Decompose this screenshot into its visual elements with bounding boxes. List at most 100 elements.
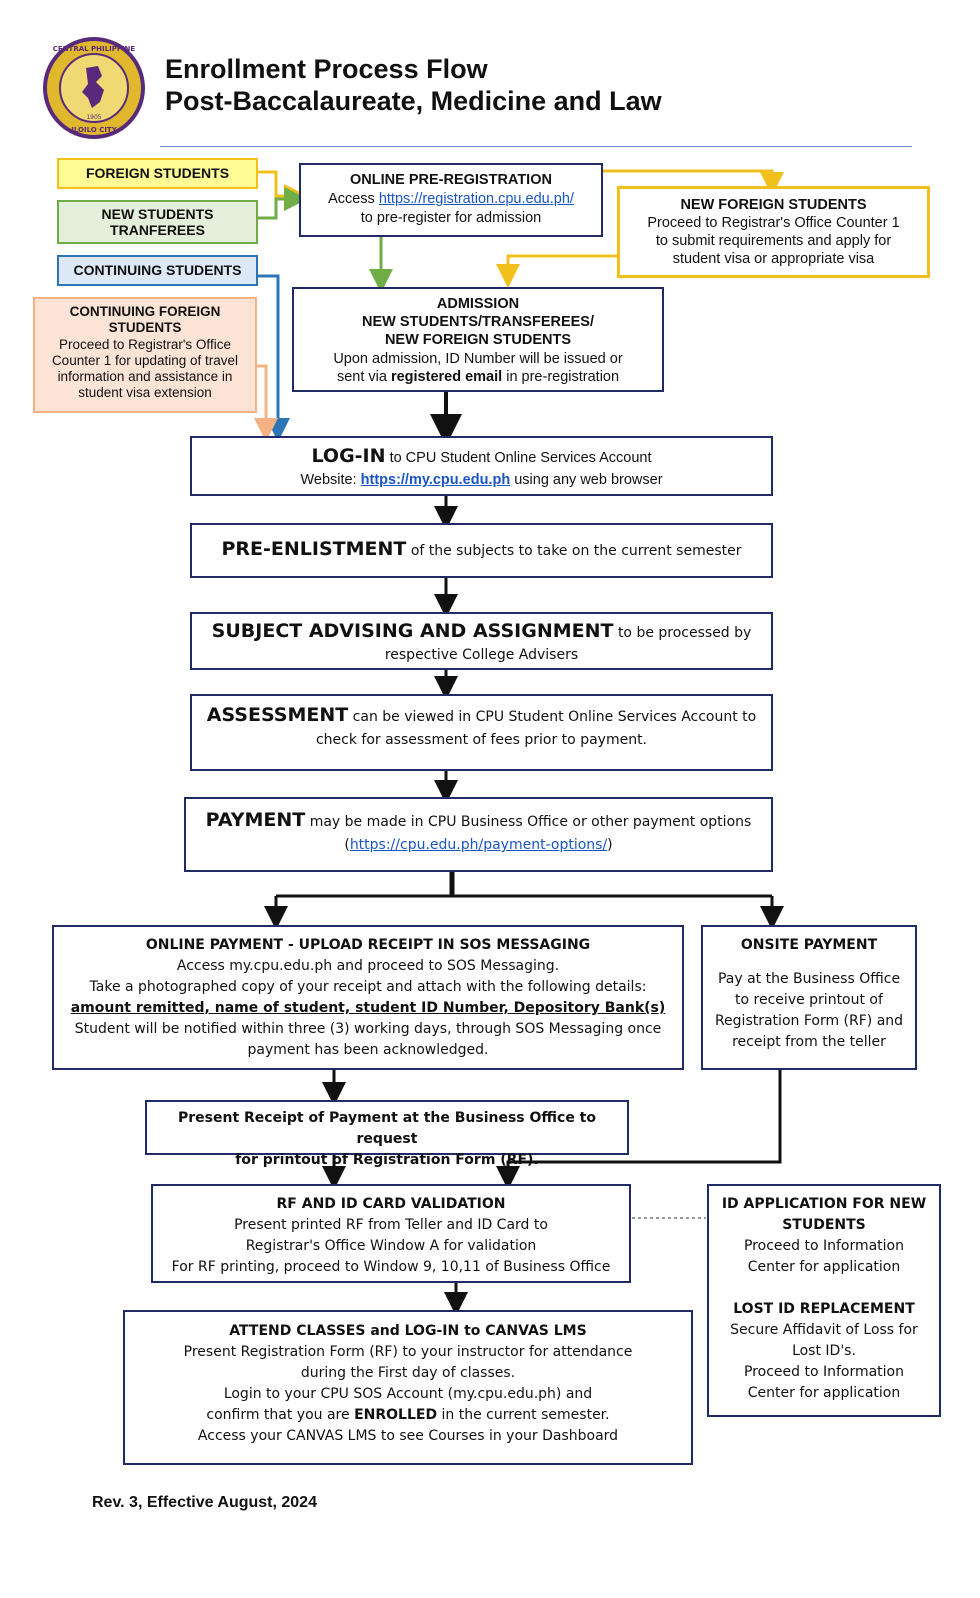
university-seal: CENTRAL PHILIPPINE ILOILO CITY 1905: [42, 36, 146, 140]
continuing-foreign-box: CONTINUING FOREIGN STUDENTS Proceed to R…: [33, 297, 257, 413]
page-subtitle: Post-Baccalaureate, Medicine and Law: [165, 86, 662, 116]
attend-line: Access your CANVAS LMS to see Courses in…: [197, 1428, 619, 1444]
prereg-access-text: Access: [328, 191, 375, 207]
new-foreign-line: Proceed to Registrar's Office Counter 1: [647, 215, 900, 231]
online-payment-title: ONLINE PAYMENT - UPLOAD RECEIPT IN SOS M…: [145, 937, 591, 953]
new-students-label: NEW STUDENTS: [101, 206, 214, 222]
login-bold: LOG-IN: [311, 445, 386, 467]
continuing-foreign-line: information and assistance in: [57, 369, 233, 385]
prereg-title: ONLINE PRE-REGISTRATION: [350, 172, 552, 188]
admission-box: ADMISSION NEW STUDENTS/TRANSFEREES/ NEW …: [292, 287, 664, 392]
login-website-label: Website:: [300, 472, 357, 488]
continuing-foreign-title-1: CONTINUING FOREIGN: [69, 304, 221, 319]
subject-advising-box: SUBJECT ADVISING AND ASSIGNMENT to be pr…: [190, 612, 773, 670]
lost-id-line: Center for application: [747, 1385, 901, 1401]
login-rest: to CPU Student Online Services Account: [389, 450, 652, 466]
advising-rest: to be processed by: [617, 625, 752, 641]
present-receipt-line: Present Receipt of Payment at the Busine…: [177, 1110, 596, 1147]
svg-text:CENTRAL PHILIPPINE: CENTRAL PHILIPPINE: [53, 45, 136, 53]
admission-line4: Upon admission, ID Number will be issued…: [333, 350, 623, 367]
assessment-rest: can be viewed in CPU Student Online Serv…: [352, 709, 757, 725]
continuing-foreign-line: student visa extension: [78, 385, 212, 401]
new-foreign-line: to submit requirements and apply for: [655, 233, 892, 249]
online-payment-details: amount remitted, name of student, studen…: [70, 1000, 666, 1016]
new-foreign-title: NEW FOREIGN STUDENTS: [680, 197, 867, 213]
admission-title: NEW FOREIGN STUDENTS: [384, 332, 572, 349]
prereg-line3: to pre-register for admission: [360, 210, 542, 226]
attend-line: Present Registration Form (RF) to your i…: [183, 1344, 633, 1360]
attend-enrolled: ENROLLED: [354, 1407, 438, 1423]
revision-note: Rev. 3, Effective August, 2024: [92, 1494, 317, 1511]
payment-paren: (: [344, 837, 350, 853]
onsite-payment-line: to receive printout of: [735, 992, 883, 1008]
admission-title: NEW STUDENTS/TRANSFEREES/: [361, 314, 594, 331]
attend-line: during the First day of classes.: [300, 1365, 516, 1381]
admission-line5-pre: sent via: [336, 368, 387, 385]
preenlistment-box: PRE-ENLISTMENT of the subjects to take o…: [190, 523, 773, 578]
admission-title: ADMISSION: [436, 296, 520, 312]
header-divider: [160, 146, 912, 147]
present-receipt-line: for printout of Registration Form (RF).: [235, 1152, 539, 1168]
continuing-students-box: CONTINUING STUDENTS: [57, 255, 258, 286]
rf-validation-line: Registrar's Office Window A for validati…: [245, 1238, 537, 1254]
preenlist-rest: of the subjects to take on the current s…: [410, 543, 742, 559]
id-application-title: ID APPLICATION FOR NEW: [721, 1196, 927, 1212]
online-preregistration-box: ONLINE PRE-REGISTRATION Access https://r…: [299, 163, 603, 237]
onsite-payment-line: Pay at the Business Office: [717, 971, 901, 987]
lost-id-line: Proceed to Information: [743, 1364, 904, 1380]
assessment-line2: check for assessment of fees prior to pa…: [315, 732, 648, 748]
rf-validation-line: Present printed RF from Teller and ID Ca…: [234, 1217, 548, 1233]
id-application-line: Proceed to Information: [743, 1238, 904, 1254]
transferees-label: TRANFEREES: [110, 222, 205, 238]
advising-line2: respective College Advisers: [384, 647, 579, 663]
admission-line5-post: in pre-registration: [506, 368, 620, 385]
attend-line: Login to your CPU SOS Account (my.cpu.ed…: [223, 1386, 593, 1402]
assessment-box: ASSESSMENT can be viewed in CPU Student …: [190, 694, 773, 771]
login-link[interactable]: https://my.cpu.edu.ph: [360, 472, 511, 488]
new-students-transferees-box: NEW STUDENTS TRANFEREES: [57, 200, 258, 244]
id-application-box: ID APPLICATION FOR NEW STUDENTS Proceed …: [707, 1184, 941, 1417]
lost-id-line: Lost ID's.: [792, 1343, 856, 1359]
continuing-students-label: CONTINUING STUDENTS: [73, 262, 242, 278]
continuing-foreign-line: Proceed to Registrar's Office: [59, 336, 231, 352]
onsite-payment-box: ONSITE PAYMENT Pay at the Business Offic…: [701, 925, 917, 1070]
login-tail: using any web browser: [514, 472, 663, 488]
assessment-bold: ASSESSMENT: [206, 704, 349, 726]
continuing-foreign-title-2: STUDENTS: [108, 320, 182, 336]
login-box: LOG-IN to CPU Student Online Services Ac…: [190, 436, 773, 496]
present-receipt-box: Present Receipt of Payment at the Busine…: [145, 1100, 629, 1168]
foreign-students-box: FOREIGN STUDENTS: [57, 158, 258, 189]
rf-validation-line: For RF printing, proceed to Window 9, 10…: [171, 1259, 611, 1275]
online-payment-line: Access my.cpu.edu.ph and proceed to SOS …: [176, 958, 560, 974]
online-payment-line: Take a photographed copy of your receipt…: [89, 979, 647, 995]
admission-line5-bold: registered email: [390, 368, 503, 385]
payment-rest: may be made in CPU Business Office or ot…: [309, 814, 752, 830]
attend-line4-post: in the current semester.: [441, 1407, 610, 1423]
online-payment-line: Student will be notified within three (3…: [74, 1021, 662, 1037]
prereg-link[interactable]: https://registration.cpu.edu.ph/: [378, 191, 574, 207]
attend-title: ATTEND CLASSES and LOG-IN to CANVAS LMS: [229, 1323, 587, 1339]
onsite-payment-line: receipt from the teller: [732, 1034, 886, 1050]
lost-id-title: LOST ID REPLACEMENT: [733, 1301, 915, 1317]
svg-text:ILOILO CITY: ILOILO CITY: [71, 126, 117, 134]
lost-id-line: Secure Affidavit of Loss for: [730, 1322, 918, 1338]
id-application-line: Center for application: [747, 1259, 901, 1275]
foreign-students-label: FOREIGN STUDENTS: [85, 165, 230, 181]
new-foreign-line: student visa or appropriate visa: [672, 251, 875, 267]
attend-classes-box: ATTEND CLASSES and LOG-IN to CANVAS LMS …: [123, 1310, 693, 1465]
rf-validation-title: RF AND ID CARD VALIDATION: [276, 1196, 506, 1212]
payment-bold: PAYMENT: [205, 809, 306, 831]
onsite-payment-line: Registration Form (RF) and: [714, 1013, 904, 1029]
attend-line4-pre: confirm that you are: [206, 1407, 350, 1423]
page-title: Enrollment Process Flow: [165, 54, 488, 84]
continuing-foreign-line: Counter 1 for updating of travel: [51, 352, 239, 368]
new-foreign-students-box: NEW FOREIGN STUDENTS Proceed to Registra…: [617, 186, 930, 278]
id-application-title: STUDENTS: [782, 1217, 866, 1233]
online-payment-box: ONLINE PAYMENT - UPLOAD RECEIPT IN SOS M…: [52, 925, 684, 1070]
rf-id-validation-box: RF AND ID CARD VALIDATION Present printe…: [151, 1184, 631, 1283]
svg-text:1905: 1905: [86, 114, 101, 121]
payment-paren: ): [607, 837, 613, 853]
payment-options-link[interactable]: https://cpu.edu.ph/payment-options/: [349, 837, 608, 853]
payment-box: PAYMENT may be made in CPU Business Offi…: [184, 797, 773, 872]
